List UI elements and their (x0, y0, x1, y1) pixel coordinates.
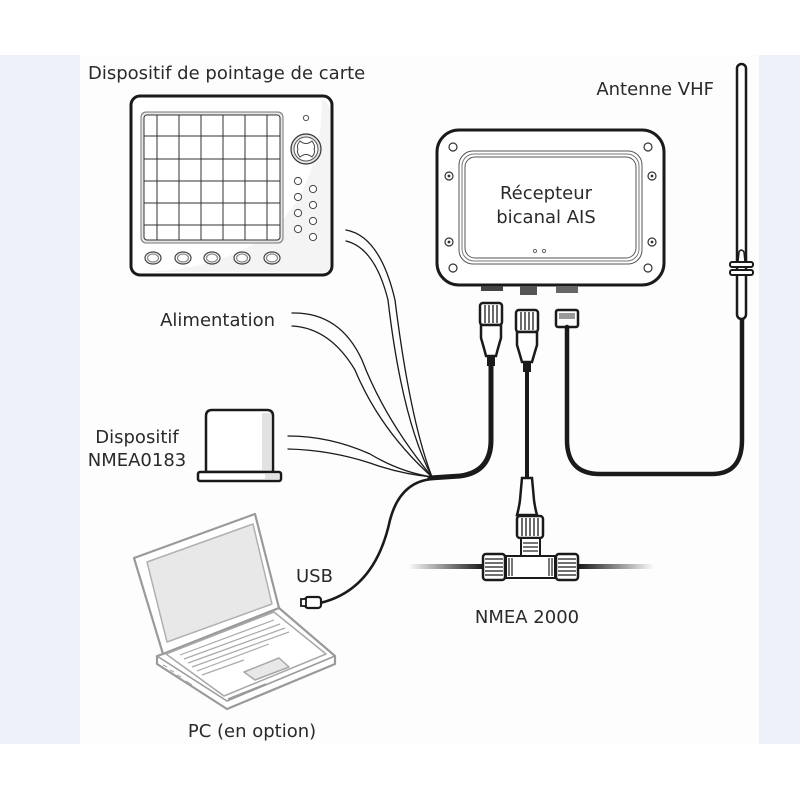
plotter-screen (140, 111, 284, 244)
power-label: Alimentation (160, 310, 275, 331)
usb-cable (318, 477, 434, 605)
nmea0183-device (196, 408, 283, 483)
antenna-cable (564, 315, 745, 477)
pc-label: PC (en option) (188, 721, 316, 742)
touchpad (243, 657, 290, 681)
power-led-icon (302, 114, 310, 122)
chart-plotter (129, 94, 334, 277)
usb-plug-icon (300, 595, 323, 610)
cables (287, 229, 745, 605)
nmea0183-label-line1: Dispositif (95, 427, 179, 448)
nmea2000-backbone (408, 476, 654, 582)
plug-power-bundle (478, 301, 504, 366)
nmea0183-label-line2: NMEA0183 (88, 450, 187, 471)
plug-antenna-bnc (554, 308, 580, 329)
port-nmea2000 (520, 286, 537, 295)
bundle-cable (427, 363, 494, 481)
wire-nmea0183-1 (287, 435, 433, 478)
wire-power-1 (291, 312, 433, 478)
wire-power-2 (291, 325, 433, 478)
mounting-screws (444, 142, 657, 273)
laptop-pc (132, 512, 337, 711)
nmea2000-label: NMEA 2000 (475, 607, 579, 628)
vhf-antenna (729, 62, 754, 321)
port-power (481, 286, 503, 291)
port-antenna (556, 286, 578, 293)
wire-nmea0183-2 (287, 448, 433, 478)
wire-plotter-2 (345, 240, 433, 478)
status-led-icon (532, 248, 538, 254)
chart-plotter-label: Dispositif de pointage de carte (88, 63, 365, 84)
plug-nmea2000-drop (514, 308, 540, 372)
ais-receiver (435, 128, 666, 295)
soft-keys (144, 251, 281, 265)
wire-plotter-1 (345, 229, 433, 478)
receiver-label-line1: Récepteur (500, 183, 593, 204)
keyboard-icon (179, 619, 290, 676)
side-buttons (293, 176, 318, 242)
receiver-label-line2: bicanal AIS (496, 207, 596, 228)
usb-label: USB (296, 566, 333, 587)
rotary-knob-icon (290, 133, 322, 165)
vhf-antenna-label: Antenne VHF (596, 79, 714, 100)
status-led-icon (541, 248, 547, 254)
